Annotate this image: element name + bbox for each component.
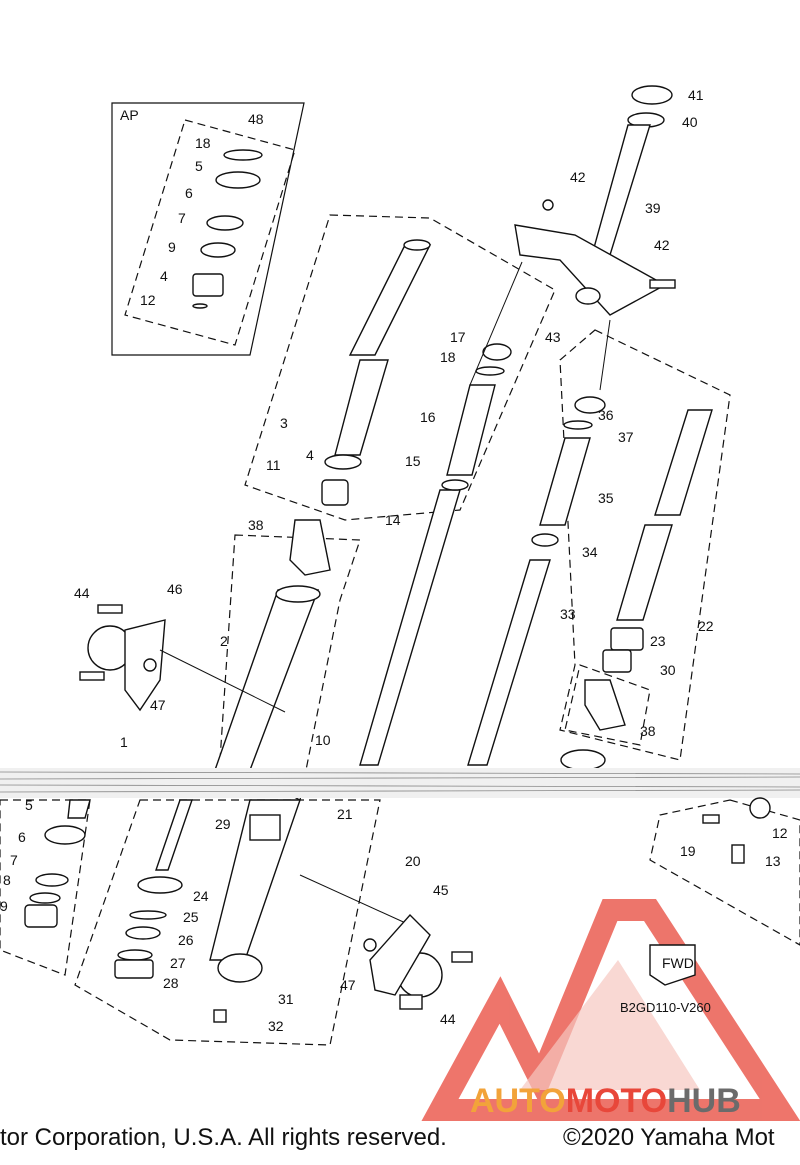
callout-38a: 38 <box>248 517 264 533</box>
callout-7: 7 <box>10 852 18 868</box>
callout-1: 1 <box>120 734 128 750</box>
callout-5: 5 <box>25 797 33 813</box>
watermark-part1: AUTO <box>470 1082 566 1120</box>
lower-fork-parts <box>114 799 411 1023</box>
callout-4: 4 <box>306 447 314 463</box>
callout-42b: 42 <box>654 237 670 253</box>
callout-47b: 47 <box>340 977 356 993</box>
inset-title: AP <box>120 107 139 123</box>
callout-39: 39 <box>645 200 661 216</box>
tear-band <box>0 771 800 793</box>
callout-18: 18 <box>440 349 456 365</box>
callout-33: 33 <box>560 606 576 622</box>
watermark-part2: MOTO <box>566 1082 667 1120</box>
callout-16: 16 <box>420 409 436 425</box>
callout-27: 27 <box>170 955 186 971</box>
callout-10: 10 <box>315 732 331 748</box>
callout-labels: 41 40 42 39 42 43 17 18 16 3 4 11 15 14 … <box>0 87 788 1034</box>
callout-36: 36 <box>598 407 614 423</box>
right-fork-tube-group <box>467 396 713 771</box>
callout-15: 15 <box>405 453 421 469</box>
callout-24: 24 <box>193 888 209 904</box>
callout-9a: 9 <box>168 239 176 255</box>
callout-12a: 12 <box>140 292 156 308</box>
callout-46: 46 <box>167 581 183 597</box>
left-outer-tube-group <box>214 239 512 771</box>
callout-37: 37 <box>618 429 634 445</box>
callout-7a: 7 <box>178 210 186 226</box>
watermark-logo <box>421 899 800 1121</box>
callout-40: 40 <box>682 114 698 130</box>
callout-29: 29 <box>215 816 231 832</box>
callout-23: 23 <box>650 633 666 649</box>
callout-48: 48 <box>248 111 264 127</box>
callout-3: 3 <box>280 415 288 431</box>
callout-9: 9 <box>0 898 8 914</box>
callout-21: 21 <box>337 806 353 822</box>
callout-41: 41 <box>688 87 704 103</box>
callout-31: 31 <box>278 991 294 1007</box>
fwd-label: FWD <box>662 955 694 971</box>
callout-19: 19 <box>680 843 696 859</box>
callout-42a: 42 <box>570 169 586 185</box>
callout-13: 13 <box>765 853 781 869</box>
callout-44b: 44 <box>440 1011 456 1027</box>
diagram-code: B2GD110-V260 <box>620 1000 711 1015</box>
callout-12: 12 <box>772 825 788 841</box>
callout-32: 32 <box>268 1018 284 1034</box>
copyright-right: ©2020 Yamaha Mot <box>563 1124 775 1151</box>
left-reflector-bracket <box>79 604 286 713</box>
callout-20: 20 <box>405 853 421 869</box>
callout-11: 11 <box>266 457 281 473</box>
callout-45: 45 <box>433 882 449 898</box>
callout-38b: 38 <box>640 723 656 739</box>
watermark-text: AUTOMOTOHUB <box>470 1082 741 1120</box>
callout-8: 8 <box>3 872 11 888</box>
callout-30: 30 <box>660 662 676 678</box>
callout-44a: 44 <box>74 585 90 601</box>
copyright-left: tor Corporation, U.S.A. All rights reser… <box>0 1124 447 1151</box>
right-reflector-bracket <box>363 913 473 1010</box>
lower-left-parts <box>24 799 91 928</box>
callout-6: 6 <box>18 829 26 845</box>
callout-25: 25 <box>183 909 199 925</box>
fwd-direction-arrow: FWD <box>649 944 696 986</box>
callout-22: 22 <box>698 618 714 634</box>
callout-35: 35 <box>598 490 614 506</box>
callout-28: 28 <box>163 975 179 991</box>
callout-18a: 18 <box>195 135 211 151</box>
callout-43: 43 <box>545 329 561 345</box>
callout-26: 26 <box>178 932 194 948</box>
callout-4a: 4 <box>160 268 168 284</box>
watermark-part3: HUB <box>667 1082 741 1120</box>
callout-17: 17 <box>450 329 466 345</box>
callout-47a: 47 <box>150 697 166 713</box>
callout-6a: 6 <box>185 185 193 201</box>
callout-34: 34 <box>582 544 598 560</box>
callout-5a: 5 <box>195 158 203 174</box>
callout-2: 2 <box>220 633 228 649</box>
steering-crown-group <box>469 85 676 391</box>
lower-right-parts <box>702 797 771 864</box>
inset-ap-box: AP 48 18 5 6 7 9 4 12 <box>111 102 305 356</box>
callout-14: 14 <box>385 512 401 528</box>
